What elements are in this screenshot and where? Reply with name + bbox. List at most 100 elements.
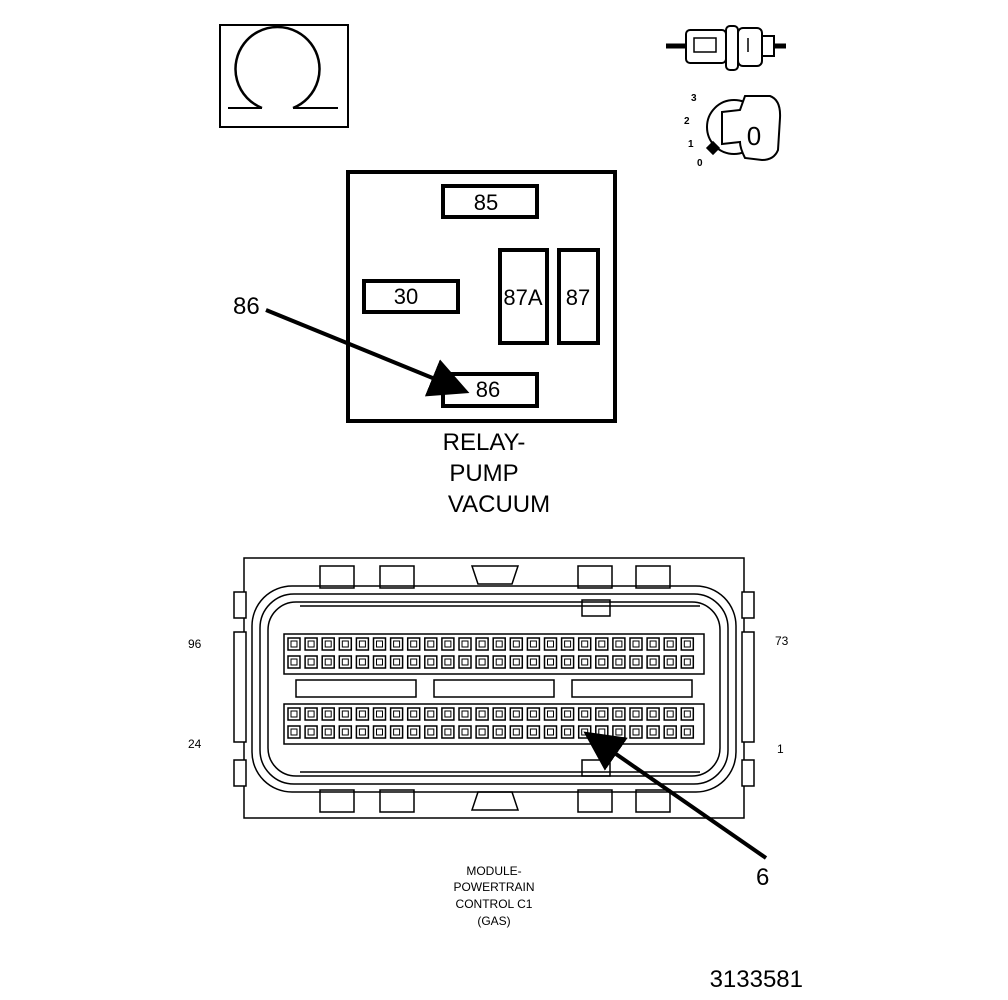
pin-cavity-inner <box>683 710 691 718</box>
pin-cavity <box>663 725 677 739</box>
pin-cavity <box>509 725 524 739</box>
pin-cavity-inner <box>547 658 554 666</box>
pin-cavity <box>338 725 353 739</box>
relay-callout-arrow <box>265 308 470 397</box>
pin-cavity <box>543 637 558 651</box>
pin-cavity-inner <box>341 640 349 648</box>
relay-pin-87a: 87A <box>503 285 542 310</box>
pin-cavity-inner <box>427 728 435 736</box>
pin-cavity-inner <box>393 658 401 666</box>
pin-cavity <box>492 655 506 669</box>
pin-cavity <box>492 725 506 739</box>
pin-cavity <box>629 637 643 651</box>
pin-cavity <box>612 655 626 669</box>
pin-cavity <box>646 637 660 651</box>
pin-cavity <box>646 655 660 669</box>
pin-cavity-inner <box>341 658 349 666</box>
pin-cavity <box>595 637 609 651</box>
key-position-3: 3 <box>691 93 697 104</box>
pin-cavity-inner <box>410 658 418 666</box>
pin-cavity-inner <box>632 710 640 718</box>
pin-cavity-inner <box>495 728 503 736</box>
pin-cavity-inner <box>615 710 623 718</box>
pin-cavity <box>663 655 677 669</box>
pin-cavity <box>475 655 489 669</box>
pin-cavity <box>509 707 524 721</box>
figure-id: 3133581 <box>710 966 803 993</box>
relay-label-line-2: PUMP <box>449 460 518 487</box>
pin-cavity <box>441 637 455 651</box>
pin-cavity <box>372 725 387 739</box>
pin-cavity <box>355 707 370 721</box>
pin-cavity <box>304 725 318 739</box>
pin-cavity <box>577 655 592 669</box>
pin-cavity-inner <box>376 640 383 648</box>
pcm-callout-6: 6 <box>756 864 769 891</box>
pin-cavity-inner <box>564 710 572 718</box>
pin-cavity <box>458 637 472 651</box>
pin-cavity-inner <box>307 640 315 648</box>
pin-cavity <box>424 707 438 721</box>
pin-cavity-inner <box>683 728 691 736</box>
pin-cavity-inner <box>547 728 554 736</box>
pin-cavity-inner <box>683 640 691 648</box>
pin-cavity <box>372 637 387 651</box>
pin-cavity <box>372 707 387 721</box>
pcm-callout-arrow <box>583 731 768 860</box>
pin-cavity <box>287 655 301 669</box>
pin-cavity <box>560 725 575 739</box>
pin-cavity-inner <box>564 728 572 736</box>
pin-cavity <box>475 707 489 721</box>
pin-cavity <box>321 707 335 721</box>
pin-cavity-inner <box>598 640 606 648</box>
pin-cavity-inner <box>598 658 606 666</box>
pin-cavity-inner <box>358 658 366 666</box>
pin-cavity-inner <box>461 728 469 736</box>
pin-cavity <box>338 707 353 721</box>
pin-cavity-inner <box>410 710 418 718</box>
pin-cavity <box>543 655 558 669</box>
pin-cavity-inner <box>358 640 366 648</box>
pin-cavity <box>526 725 541 739</box>
pin-cavity <box>355 655 370 669</box>
pin-cavity-inner <box>666 728 674 736</box>
pin-cavity <box>612 725 626 739</box>
pin-cavity <box>663 707 677 721</box>
relay-pin-85: 85 <box>474 190 498 215</box>
pin-cavity <box>543 725 558 739</box>
pin-cavity-inner <box>615 640 623 648</box>
pin-cavity-inner <box>341 728 349 736</box>
pin-cavity-inner <box>478 640 486 648</box>
connector-plug-icon <box>666 25 786 71</box>
pin-cavity-inner <box>632 728 640 736</box>
pcm-pin-label-96: 96 <box>188 637 202 651</box>
pin-cavity <box>441 655 455 669</box>
pin-cavity <box>424 637 438 651</box>
pin-cavity <box>577 725 592 739</box>
pin-cavity-inner <box>683 658 691 666</box>
pin-cavity-inner <box>478 658 486 666</box>
pin-cavity <box>560 637 575 651</box>
pin-cavity <box>389 707 404 721</box>
key-position-0: 0 <box>697 158 703 169</box>
pin-cavity <box>509 637 524 651</box>
pin-cavity-inner <box>444 728 452 736</box>
pin-cavity-inner <box>324 640 332 648</box>
pin-cavity-inner <box>495 640 503 648</box>
key-position-2: 2 <box>684 116 690 127</box>
pin-cavity <box>595 707 609 721</box>
pcm-label-line-3: CONTROL C1 <box>456 897 533 911</box>
pin-cavity <box>492 637 506 651</box>
pin-cavity-inner <box>632 658 640 666</box>
pcm-pin-label-1: 1 <box>777 742 784 756</box>
pin-cavity-inner <box>632 640 640 648</box>
pin-cavity-inner <box>358 710 366 718</box>
key-position-1: 1 <box>688 139 694 150</box>
pin-cavity <box>680 725 695 739</box>
relay-callout-86: 86 <box>233 293 260 320</box>
pin-cavity-inner <box>512 658 520 666</box>
pin-cavity-inner <box>564 658 572 666</box>
pin-cavity <box>475 637 489 651</box>
pcm-pin-label-24: 24 <box>188 737 202 751</box>
pin-cavity-inner <box>564 640 572 648</box>
